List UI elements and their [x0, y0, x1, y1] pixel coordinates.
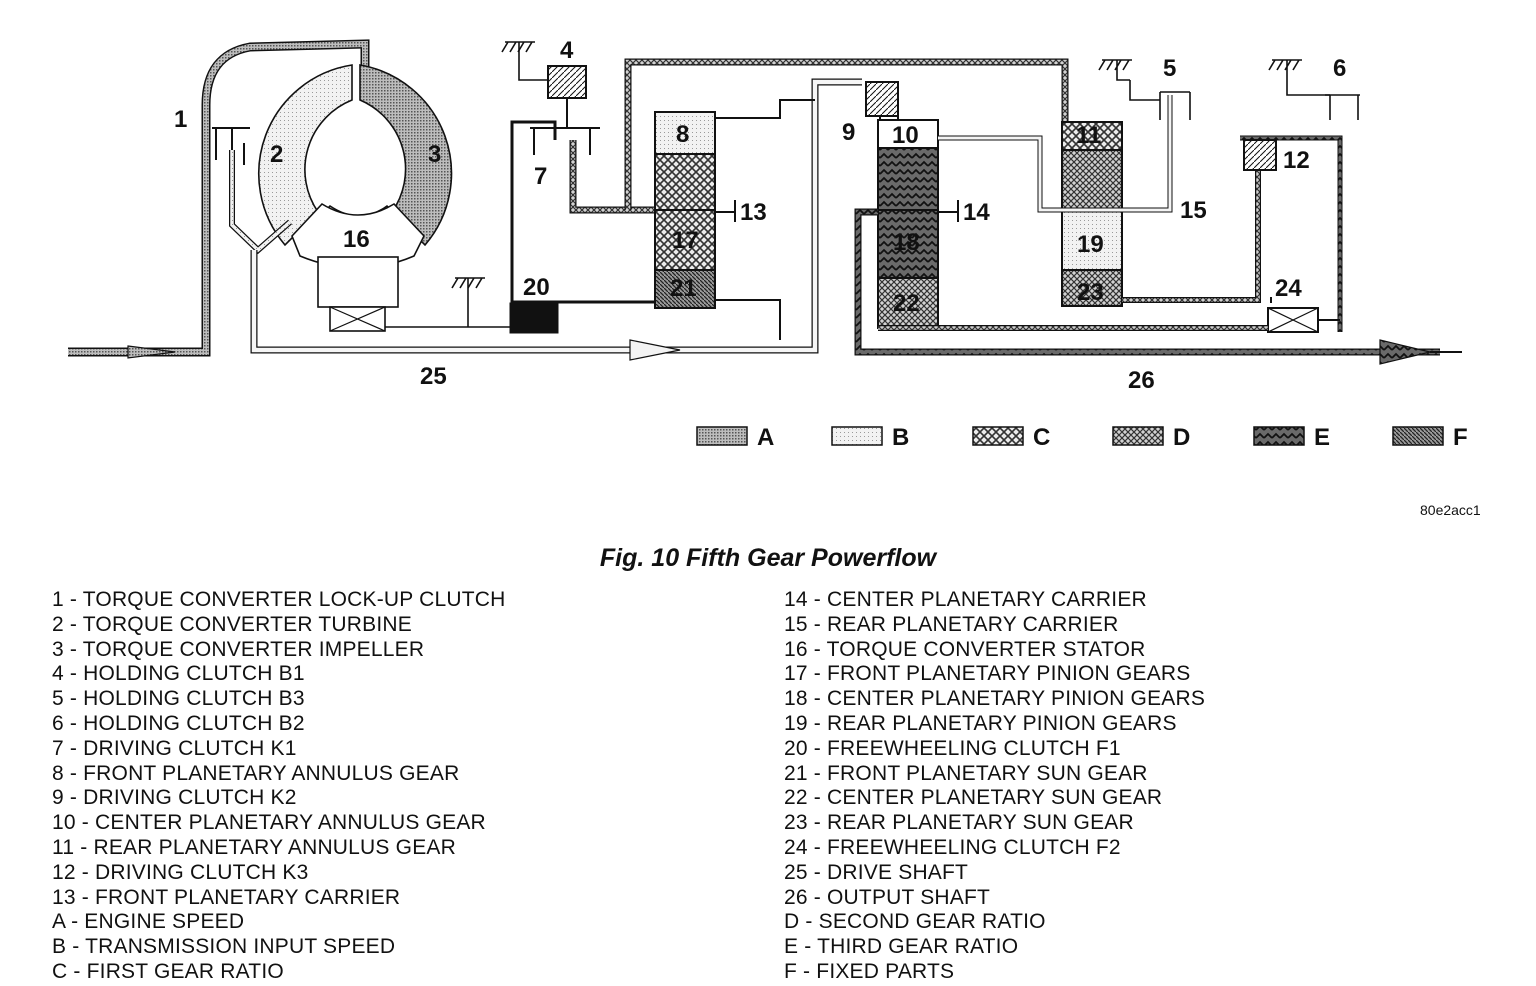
drive-shaft — [250, 78, 862, 361]
key-list-left: 1 - TORQUE CONVERTER LOCK-UP CLUTCH 2 - … — [52, 588, 506, 985]
k1-path — [509, 120, 658, 334]
f1-ground — [385, 277, 510, 328]
label-12: 12 — [1283, 147, 1310, 174]
label-19: 19 — [1077, 231, 1104, 258]
front-planetary — [654, 99, 815, 340]
key-item: 3 - TORQUE CONVERTER IMPELLER — [52, 637, 425, 661]
powerflow-diagram: 1 2 3 4 5 6 7 8 9 10 11 12 13 14 15 16 1… — [68, 37, 1481, 518]
legend-item-d: D — [1112, 424, 1190, 451]
key-item: 7 - DRIVING CLUTCH K1 — [52, 736, 297, 760]
key-item: 20 - FREEWHEELING CLUTCH F1 — [784, 736, 1121, 760]
label-26: 26 — [1128, 367, 1155, 394]
torque-converter — [257, 64, 453, 332]
label-14: 14 — [963, 199, 990, 226]
legend-item-a: A — [696, 424, 774, 451]
legend-label-b: B — [892, 424, 909, 451]
key-item: 5 - HOLDING CLUTCH B3 — [52, 687, 305, 711]
label-16: 16 — [343, 226, 370, 253]
figure-code: 80e2acc1 — [1420, 502, 1481, 518]
label-18: 18 — [893, 229, 920, 256]
rear-planetary — [938, 59, 1191, 307]
legend-item-f: F — [1392, 424, 1468, 451]
legend-label-a: A — [757, 424, 774, 451]
key-item: 14 - CENTER PLANETARY CARRIER — [784, 588, 1147, 611]
key-item: 1 - TORQUE CONVERTER LOCK-UP CLUTCH — [52, 588, 506, 611]
key-item: 23 - REAR PLANETARY SUN GEAR — [784, 811, 1134, 835]
legend-label-d: D — [1173, 424, 1190, 451]
key-item: 21 - FRONT PLANETARY SUN GEAR — [784, 761, 1148, 785]
key-item: 4 - HOLDING CLUTCH B1 — [52, 662, 305, 686]
key-item: E - THIRD GEAR RATIO — [784, 935, 1019, 959]
key-item: 26 - OUTPUT SHAFT — [784, 885, 991, 909]
label-23: 23 — [1077, 279, 1104, 306]
label-20: 20 — [523, 274, 550, 301]
label-1: 1 — [174, 106, 187, 133]
label-15: 15 — [1180, 197, 1207, 224]
label-22: 22 — [893, 290, 920, 317]
key-item: 9 - DRIVING CLUTCH K2 — [52, 786, 297, 810]
label-17: 17 — [672, 227, 699, 254]
key-item: 13 - FRONT PLANETARY CARRIER — [52, 885, 401, 909]
label-10: 10 — [892, 122, 919, 149]
key-item: D - SECOND GEAR RATIO — [784, 910, 1046, 934]
label-13: 13 — [740, 199, 767, 226]
label-3: 3 — [428, 141, 441, 168]
output-shaft — [854, 208, 1462, 365]
label-4: 4 — [560, 37, 574, 64]
key-item: 11 - REAR PLANETARY ANNULUS GEAR — [52, 835, 456, 859]
figure-title: Fig. 10 Fifth Gear Powerflow — [599, 544, 937, 572]
key-item: 24 - FREEWHEELING CLUTCH F2 — [784, 835, 1121, 859]
key-item: 19 - REAR PLANETARY PINION GEARS — [784, 711, 1177, 735]
key-item: 8 - FRONT PLANETARY ANNULUS GEAR — [52, 761, 460, 785]
legend-label-f: F — [1453, 424, 1468, 451]
clutch-k3-b2-f2 — [878, 59, 1360, 333]
engine-input-path — [68, 39, 370, 359]
legend-label-c: C — [1033, 424, 1050, 451]
legend-item-e: E — [1253, 424, 1330, 451]
legend-label-e: E — [1314, 424, 1330, 451]
label-11: 11 — [1076, 122, 1101, 149]
label-24: 24 — [1275, 275, 1302, 302]
holding-clutch-b1 — [501, 41, 600, 155]
label-21: 21 — [670, 275, 697, 302]
key-item: 17 - FRONT PLANETARY PINION GEARS — [784, 662, 1191, 686]
key-item: 2 - TORQUE CONVERTER TURBINE — [52, 612, 412, 636]
lockup-clutch — [212, 127, 292, 255]
key-item: C - FIRST GEAR RATIO — [52, 959, 284, 983]
key-item: 18 - CENTER PLANETARY PINION GEARS — [784, 687, 1206, 711]
key-item: A - ENGINE SPEED — [52, 910, 245, 934]
label-2: 2 — [270, 141, 283, 168]
key-list-right: 14 - CENTER PLANETARY CARRIER 15 - REAR … — [784, 588, 1205, 985]
legend-item-b: B — [831, 424, 909, 451]
label-25: 25 — [420, 363, 447, 390]
label-5: 5 — [1163, 55, 1176, 82]
legend: A B C D E F — [696, 424, 1468, 451]
component-labels: 1 2 3 4 5 6 7 8 9 10 11 12 13 14 15 16 1… — [174, 37, 1346, 394]
key-item: 22 - CENTER PLANETARY SUN GEAR — [784, 786, 1163, 810]
second-ratio-loop — [624, 58, 1069, 210]
legend-item-c: C — [972, 424, 1050, 451]
key-item: F - FIXED PARTS — [784, 959, 955, 983]
key-item: 10 - CENTER PLANETARY ANNULUS GEAR — [52, 811, 486, 835]
label-8: 8 — [676, 121, 689, 148]
center-planetary — [877, 119, 959, 329]
key-item: 25 - DRIVE SHAFT — [784, 860, 969, 884]
label-6: 6 — [1333, 55, 1346, 82]
key-item: 6 - HOLDING CLUTCH B2 — [52, 711, 305, 735]
label-9: 9 — [842, 119, 855, 146]
key-item: B - TRANSMISSION INPUT SPEED — [52, 935, 396, 959]
key-item: 16 - TORQUE CONVERTER STATOR — [784, 637, 1146, 661]
key-item: 12 - DRIVING CLUTCH K3 — [52, 860, 309, 884]
label-7: 7 — [534, 163, 547, 190]
key-item: 15 - REAR PLANETARY CARRIER — [784, 612, 1119, 636]
